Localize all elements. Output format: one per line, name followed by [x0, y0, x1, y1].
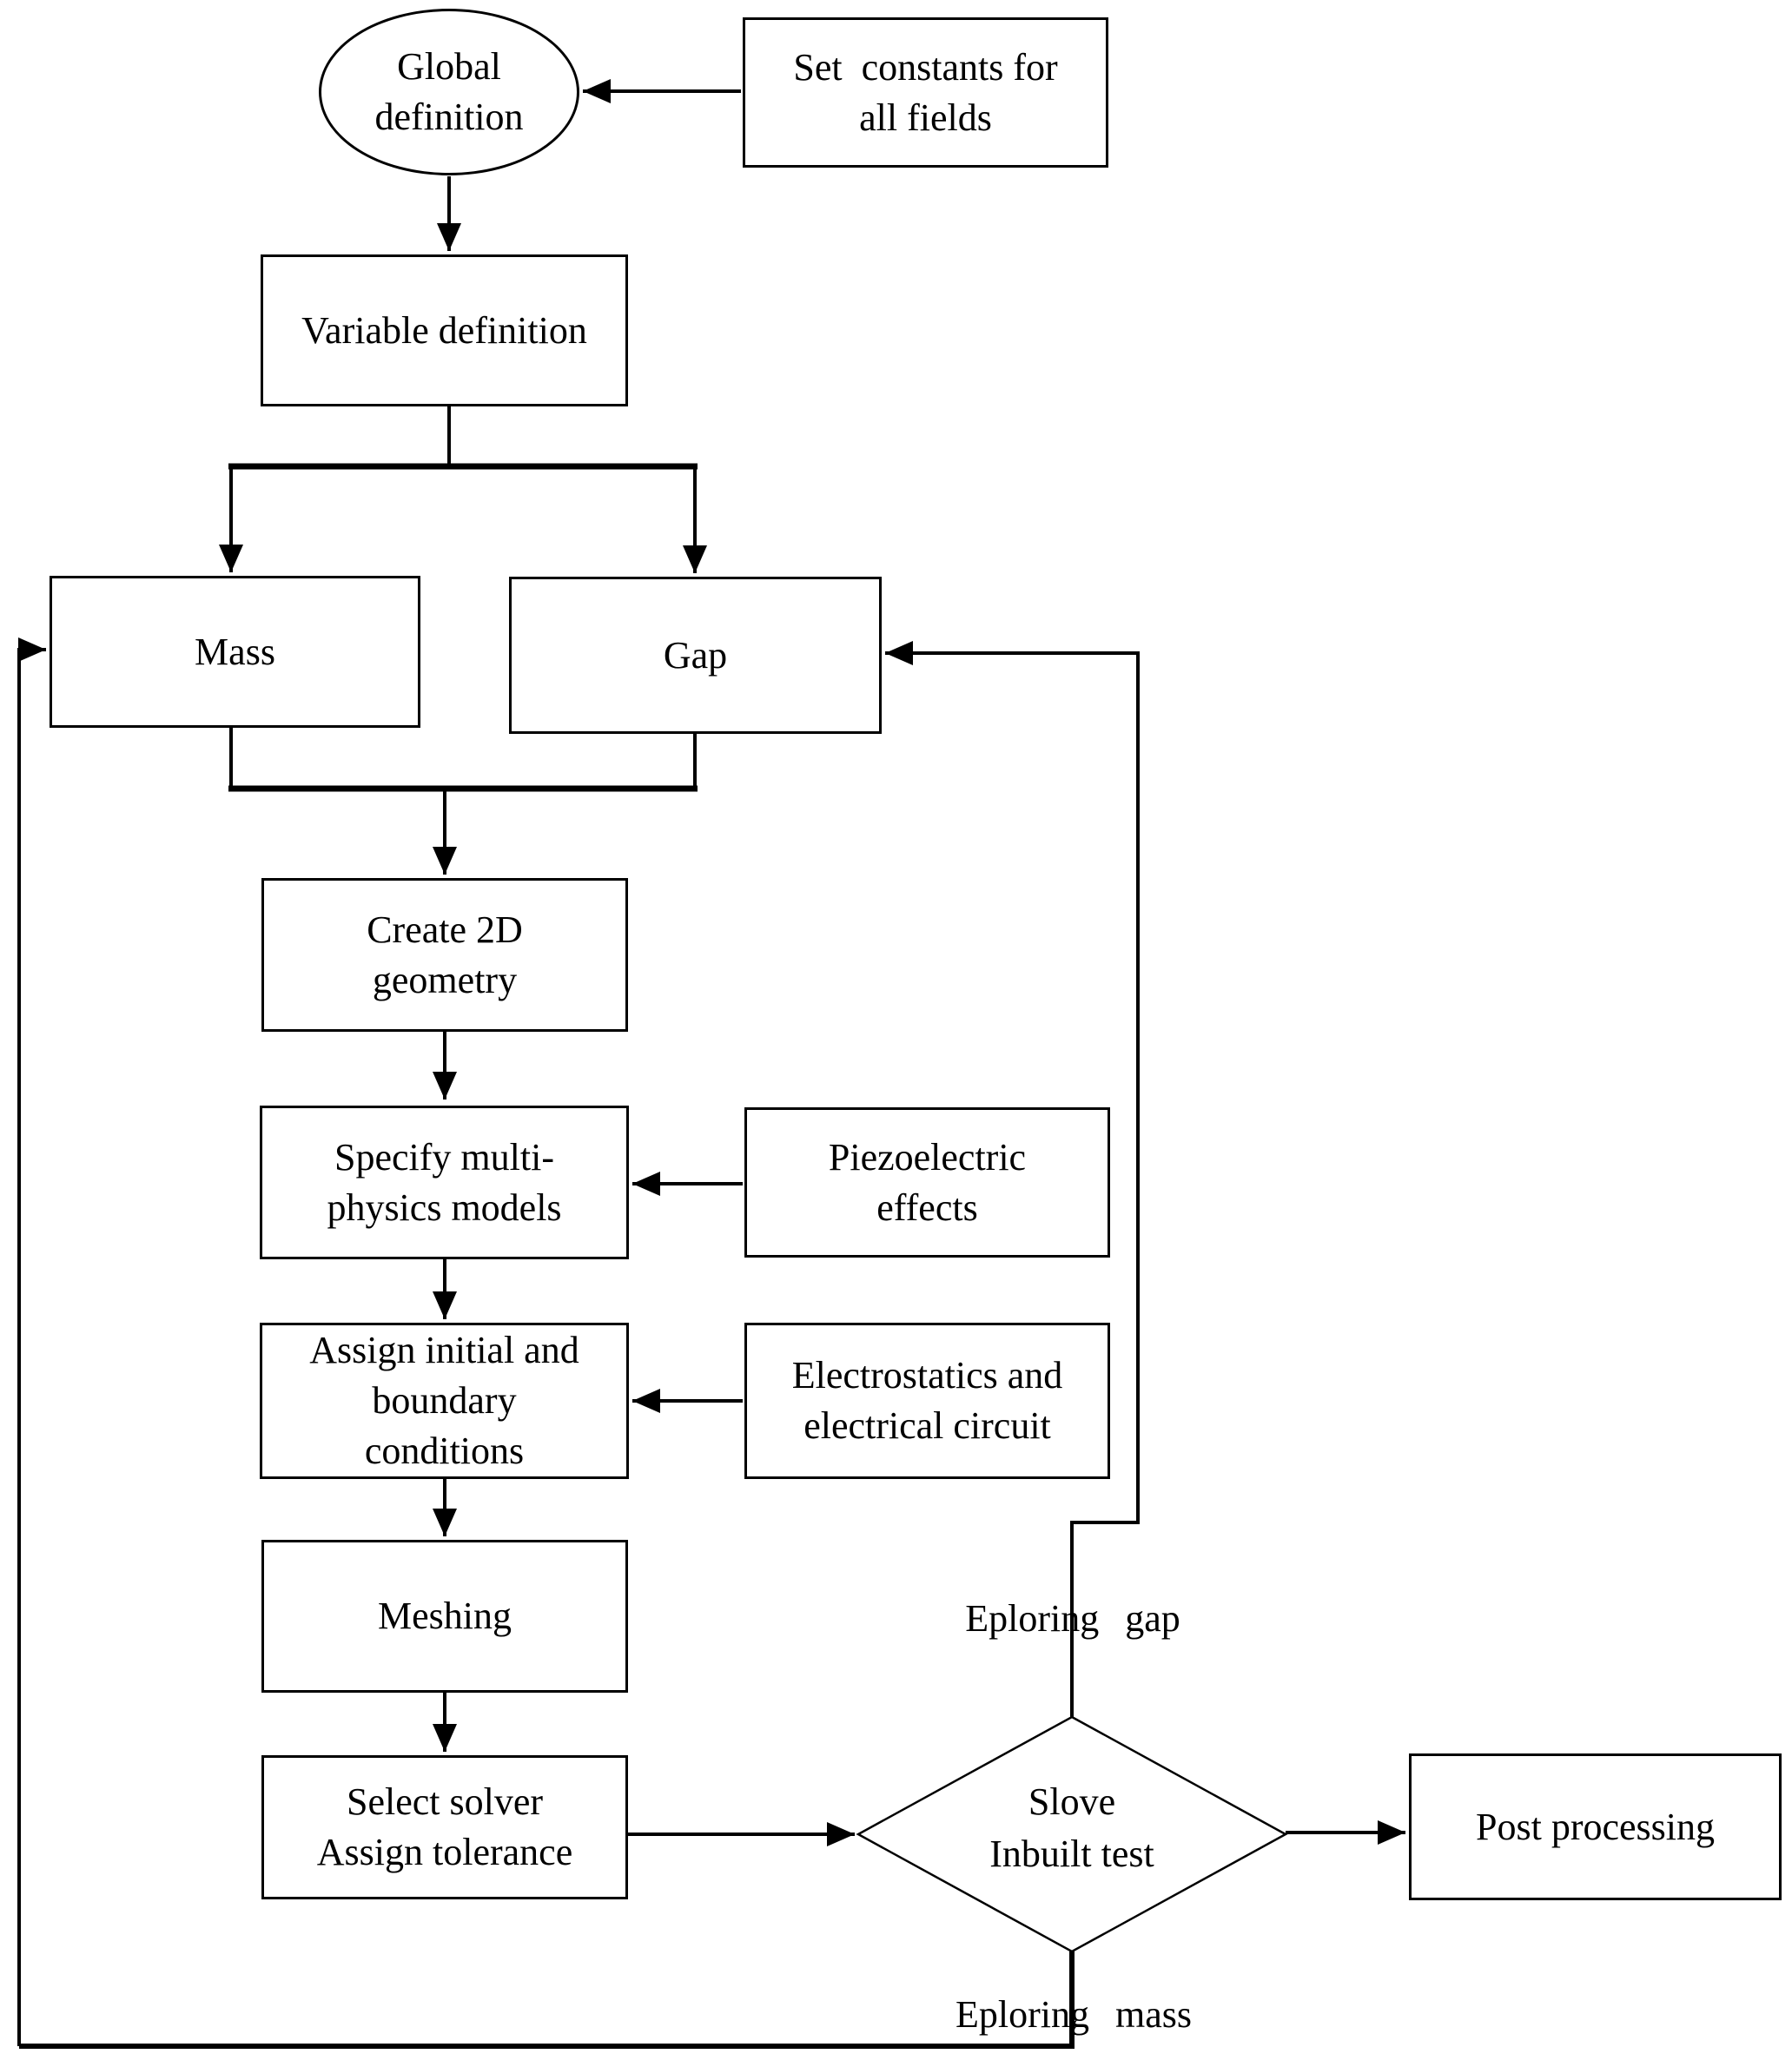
label-exploring-mass: Eploring mass: [856, 1991, 1291, 2039]
node-meshing: Meshing: [261, 1540, 628, 1693]
node-decision-solve-inbuilt-test: Slove Inbuilt test: [942, 1776, 1202, 1880]
node-label: Inbuilt test: [989, 1833, 1154, 1875]
node-label: Piezoelectric: [828, 1135, 1027, 1179]
node-label: effects: [876, 1185, 978, 1229]
node-label: physics models: [327, 1185, 562, 1229]
node-label: Create 2D: [367, 908, 523, 951]
edge-feedback-exploring-mass-bottom: [19, 1951, 1075, 2049]
node-label: Slove: [1028, 1780, 1116, 1823]
edge-feedback-exploring-gap: [885, 641, 1140, 1717]
node-label: Specify multi-: [334, 1135, 554, 1179]
node-label: Post processing: [1476, 1805, 1715, 1848]
node-mass: Mass: [50, 576, 420, 728]
node-label: Variable definition: [301, 308, 587, 352]
node-gap: Gap: [509, 577, 882, 734]
edge-feedback-exploring-mass-left: [17, 637, 46, 2046]
node-label: electrical circuit: [803, 1404, 1051, 1447]
node-label: Gap: [663, 633, 728, 677]
node-label: Assign initial and: [309, 1329, 579, 1371]
node-label: geometry: [372, 958, 518, 1001]
node-piezoelectric-effects: Piezoelectric effects: [744, 1107, 1110, 1258]
node-label: Select solver: [346, 1780, 544, 1823]
node-variable-definition: Variable definition: [261, 254, 628, 406]
edge-label-word: Eploring: [956, 1993, 1089, 2036]
edge-label-word: gap: [1125, 1597, 1180, 1640]
node-global-definition: Global definition: [319, 9, 579, 175]
node-label: all fields: [859, 96, 992, 139]
node-create-2d-geometry: Create 2D geometry: [261, 878, 628, 1032]
node-label: conditions: [364, 1430, 525, 1472]
node-specify-multiphysics: Specify multi- physics models: [260, 1106, 629, 1259]
edge-label-word: mass: [1114, 1993, 1192, 2036]
node-label: Assign tolerance: [316, 1831, 573, 1873]
node-label: Mass: [195, 630, 275, 673]
node-label: Electrostatics and: [791, 1354, 1063, 1397]
node-label: Global: [397, 45, 501, 88]
node-select-solver: Select solver Assign tolerance: [261, 1755, 628, 1899]
label-exploring-gap: Eploring gap: [856, 1595, 1290, 1643]
decision-diamond-shape: [856, 1715, 1288, 1953]
node-label: Meshing: [378, 1595, 512, 1637]
node-assign-conditions: Assign initial and boundary conditions: [260, 1323, 629, 1479]
edge-label-word: Eploring: [965, 1597, 1100, 1640]
node-post-processing: Post processing: [1409, 1753, 1782, 1900]
node-label: Set constants for: [793, 45, 1058, 89]
node-label: boundary: [372, 1379, 517, 1422]
node-label: definition: [374, 96, 524, 138]
node-set-constants: Set constants for all fields: [743, 17, 1108, 168]
node-electrostatics-circuit: Electrostatics and electrical circuit: [744, 1323, 1110, 1479]
